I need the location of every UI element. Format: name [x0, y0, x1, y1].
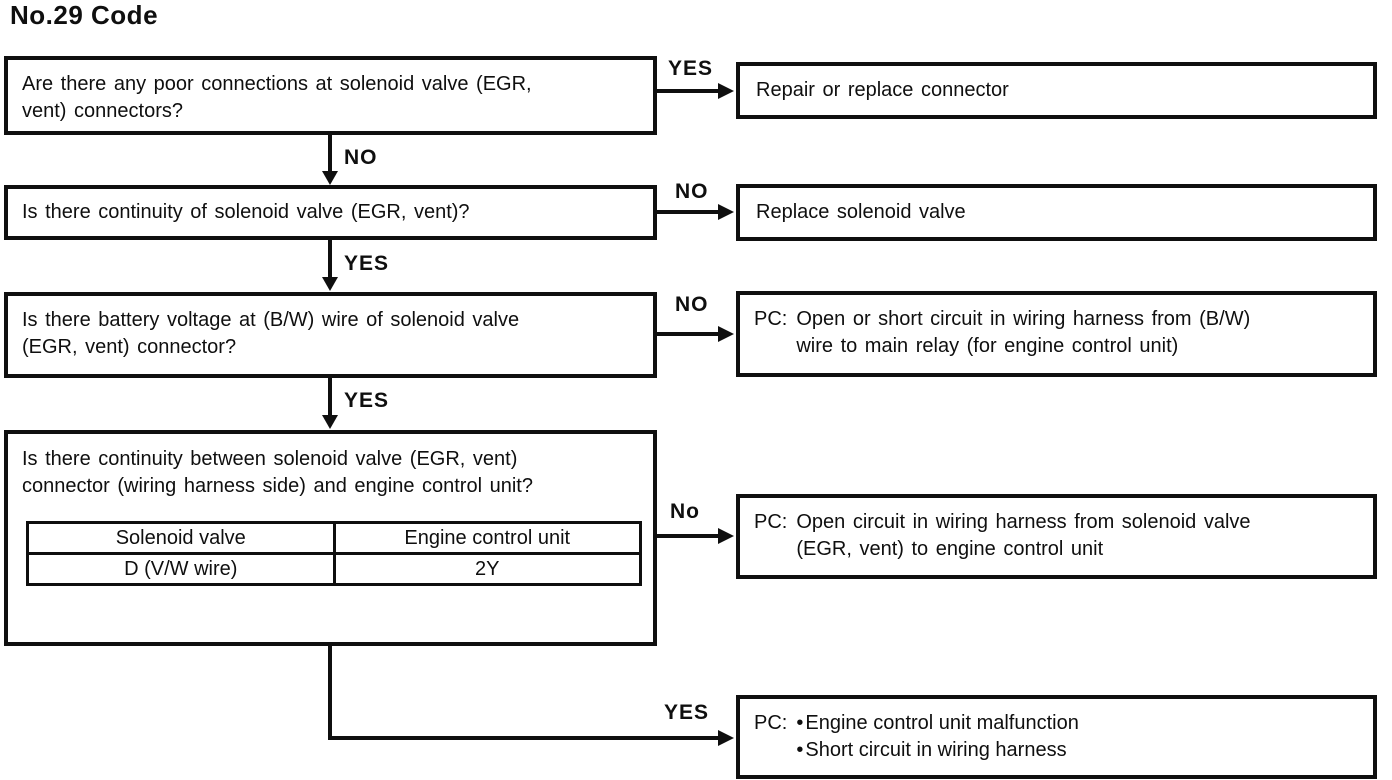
arrow-down-icon — [322, 277, 338, 291]
pc-prefix: PC: — [754, 308, 788, 330]
table-header-solenoid-valve: Solenoid valve — [26, 521, 336, 555]
question-text-2: Is there continuity of solenoid valve (E… — [22, 201, 470, 223]
arrow-right-icon — [718, 204, 734, 220]
bullet-text-2: Short circuit in wiring harness — [805, 739, 1067, 761]
table-row: D (V/W wire) 2Y — [26, 552, 642, 586]
question-box-4: Is there continuity between solenoid val… — [4, 430, 657, 646]
connector-line-q3-q4 — [328, 378, 332, 417]
bullet-icon: • — [796, 739, 804, 761]
arrow-right-icon — [718, 528, 734, 544]
bullet-item-2: • Short circuit in wiring harness — [796, 737, 1079, 764]
label-no-1: NO — [344, 146, 378, 169]
connector-line-q3-r3 — [657, 332, 720, 336]
question-box-2: Is there continuity of solenoid valve (E… — [4, 185, 657, 240]
connector-line-bottom-r5 — [328, 736, 720, 740]
table-header-engine-control-unit: Engine control unit — [332, 521, 642, 555]
question-text-1: Are there any poor connections at soleno… — [22, 73, 532, 122]
question-text-4: Is there continuity between solenoid val… — [22, 448, 533, 497]
result-text-1: Repair or replace connector — [756, 79, 1009, 101]
result-box-repair-connector: Repair or replace connector — [736, 62, 1377, 119]
connector-line-q1-r1 — [657, 89, 720, 93]
label-yes-2: YES — [344, 252, 390, 275]
result-text-2: Replace solenoid valve — [756, 201, 966, 223]
label-no-2: NO — [675, 180, 709, 203]
result-box-open-circuit: PC: Open circuit in wiring harness from … — [736, 494, 1377, 579]
connector-line-q1-q2 — [328, 135, 332, 173]
bullet-text-1: Engine control unit malfunction — [805, 712, 1079, 734]
label-yes-3: YES — [344, 389, 390, 412]
bullet-list: • Engine control unit malfunction • Shor… — [796, 710, 1079, 764]
connector-line-q2-q3 — [328, 240, 332, 279]
question-box-1: Are there any poor connections at soleno… — [4, 56, 657, 135]
pc-prefix: PC: — [754, 511, 788, 533]
arrow-down-icon — [322, 415, 338, 429]
connector-line-q4-bottom — [328, 646, 332, 740]
result-box-replace-solenoid: Replace solenoid valve — [736, 184, 1377, 241]
arrow-right-icon — [718, 730, 734, 746]
result-box-open-short-circuit: PC: Open or short circuit in wiring harn… — [736, 291, 1377, 377]
bullet-icon: • — [796, 712, 804, 734]
continuity-table: Solenoid valve Engine control unit D (V/… — [26, 521, 642, 586]
question-box-3: Is there battery voltage at (B/W) wire o… — [4, 292, 657, 378]
result-box-ecu-malfunction: PC: • Engine control unit malfunction • … — [736, 695, 1377, 779]
result-text-4: Open circuit in wiring harness from sole… — [796, 511, 1251, 560]
arrow-down-icon — [322, 171, 338, 185]
connector-line-q4-r4 — [657, 534, 720, 538]
label-no-4: No — [670, 500, 700, 523]
table-header-row: Solenoid valve Engine control unit — [26, 521, 642, 555]
connector-line-q2-r2 — [657, 210, 720, 214]
label-yes-4: YES — [664, 701, 710, 724]
table-cell-solenoid-valve: D (V/W wire) — [26, 552, 336, 586]
result-text-3: Open or short circuit in wiring harness … — [796, 308, 1251, 357]
pc-prefix: PC: — [754, 712, 788, 734]
arrow-right-icon — [718, 326, 734, 342]
table-cell-engine-control-unit: 2Y — [332, 552, 642, 586]
label-yes-1: YES — [668, 57, 714, 80]
page-title: No.29 Code — [10, 0, 159, 30]
label-no-3: NO — [675, 293, 709, 316]
arrow-right-icon — [718, 83, 734, 99]
bullet-item-1: • Engine control unit malfunction — [796, 710, 1079, 737]
question-text-3: Is there battery voltage at (B/W) wire o… — [22, 309, 520, 358]
